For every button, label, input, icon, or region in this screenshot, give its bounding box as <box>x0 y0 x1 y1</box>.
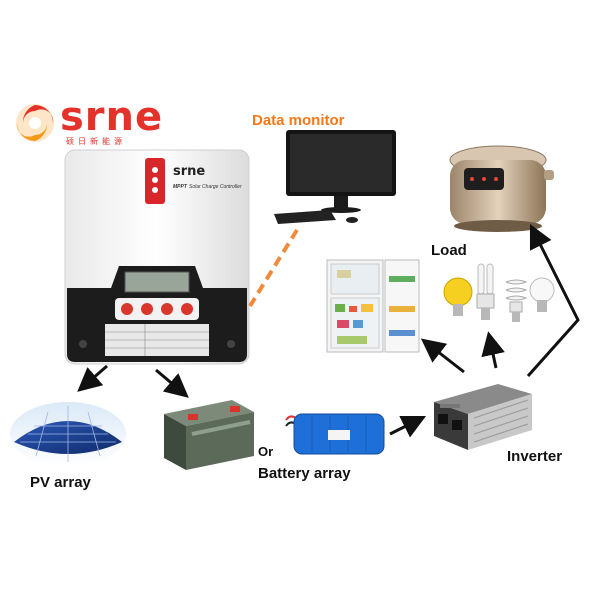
power-inverter-icon <box>434 384 532 450</box>
brand-logo: srne 硕日新能源 <box>14 94 162 148</box>
charge-controller: srne MPPT Solar Charge Controller <box>63 148 251 366</box>
controller-body-icon <box>64 149 250 365</box>
pv-array-label: PV array <box>30 474 91 491</box>
controller-brand: srne <box>173 164 206 179</box>
solar-panel-icon <box>10 402 126 466</box>
srne-swirl-logo-icon <box>16 104 54 142</box>
arrow-inverter-to-cooker <box>526 223 580 377</box>
lithium-battery-pack-icon <box>285 413 385 455</box>
controller-model-desc: Solar Charge Controller <box>189 184 242 190</box>
or-label: Or <box>258 444 274 459</box>
lead-acid-battery-icon <box>164 400 254 470</box>
controller-model-line: MPPT <box>173 184 187 190</box>
arrow-inverter-to-fridge <box>420 338 465 374</box>
light-bulbs-icon <box>443 263 555 322</box>
rice-cooker-icon <box>449 145 554 232</box>
load-label: Load <box>431 242 467 259</box>
data-monitor-label: Data monitor <box>252 112 345 129</box>
arrow-pack-to-inverter <box>389 415 427 438</box>
brand-name: srne <box>60 94 164 140</box>
battery-array-label: Battery array <box>258 465 351 482</box>
computer-monitor-icon <box>274 130 396 224</box>
brand-tagline: 硕日新能源 <box>66 137 126 146</box>
refrigerator-icon <box>326 259 420 353</box>
arrow-controller-to-battery <box>155 368 189 398</box>
arrow-inverter-to-bulbs <box>481 331 505 369</box>
inverter-label: Inverter <box>507 448 563 465</box>
arrow-controller-to-pv <box>77 364 108 392</box>
